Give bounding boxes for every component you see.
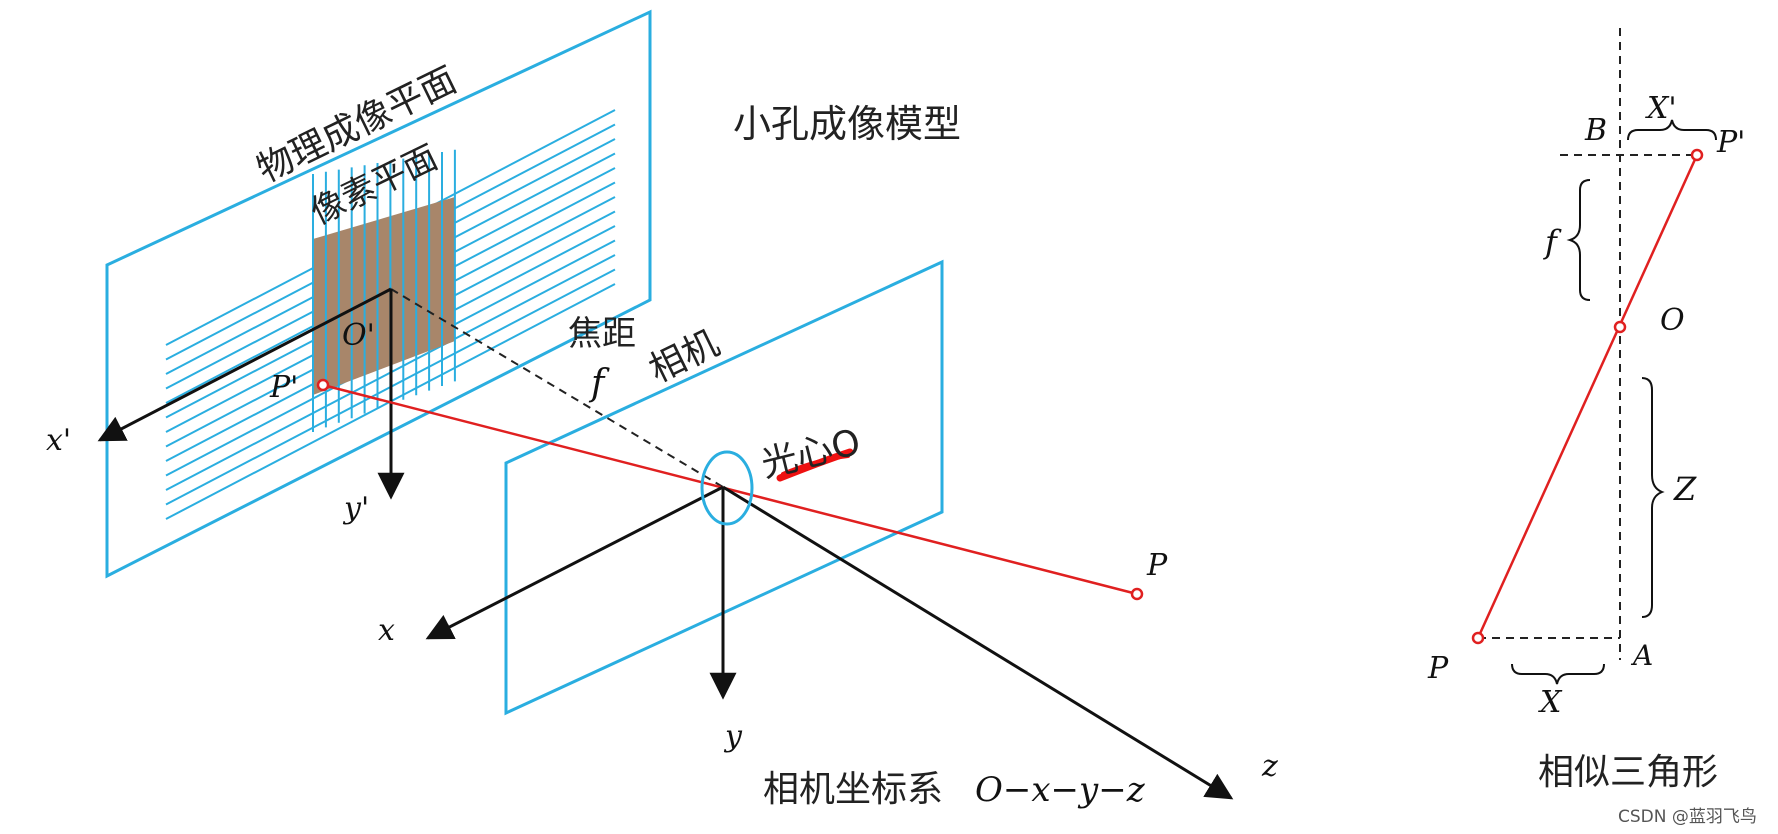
- label-Z: Z: [1673, 470, 1697, 508]
- axis-x: [425, 485, 724, 640]
- label-X-prime: X': [1645, 91, 1677, 126]
- origin-prime-label: O': [342, 318, 375, 353]
- coord-system-prefix: 相机坐标系: [763, 769, 943, 810]
- optical-center-label: 光心O: [757, 422, 864, 486]
- watermark: CSDN @蓝羽飞鸟: [1618, 807, 1757, 827]
- label-O-right: O: [1660, 303, 1685, 338]
- brace-Z: [1641, 377, 1665, 618]
- brace-X: [1511, 663, 1605, 685]
- right-point-P-prime-marker: [1690, 148, 1704, 162]
- axis-x-label: x: [378, 613, 395, 648]
- coord-system-formula: O−x−y−z: [975, 770, 1146, 810]
- label-P-right: P: [1427, 651, 1449, 686]
- similar-triangle-ray: [1476, 154, 1699, 639]
- optical-center-ring: [700, 450, 754, 526]
- axis-x-prime: [97, 287, 392, 442]
- focal-label: 焦距: [568, 314, 636, 354]
- axis-y-prime-label: y': [342, 491, 369, 526]
- highlight-scribble-2: [781, 454, 850, 476]
- axis-y-label: y: [723, 719, 743, 754]
- right-point-O-marker: [1613, 320, 1627, 334]
- camera-plane: [504, 259, 944, 716]
- pixel-plane: [313, 197, 455, 395]
- brace-X-prime: [1627, 119, 1717, 141]
- object-point-label: P: [1146, 548, 1168, 583]
- label-B: B: [1584, 113, 1607, 148]
- brace-f: [1566, 179, 1591, 301]
- focal-dashed-line: [390, 288, 724, 488]
- image-point-marker: [316, 378, 330, 392]
- axis-x-prime-label: x': [46, 423, 71, 458]
- label-A: A: [1630, 639, 1653, 672]
- axis-z-label: z: [1261, 749, 1278, 784]
- projection-ray: [322, 383, 1138, 596]
- label-P-prime-right: P': [1716, 125, 1745, 160]
- right-point-P-marker: [1471, 631, 1485, 645]
- label-f-right: f: [1543, 223, 1562, 261]
- highlight-scribble: [776, 448, 854, 482]
- focal-symbol: f: [588, 363, 610, 404]
- axis-z: [722, 485, 1234, 800]
- image-point-label: P': [269, 370, 298, 405]
- similar-triangles-caption: 相似三角形: [1538, 752, 1718, 793]
- title-pinhole-model: 小孔成像模型: [733, 102, 961, 146]
- physical-imaging-plane: [105, 9, 652, 579]
- object-point-marker: [1130, 587, 1144, 601]
- label-X: X: [1538, 685, 1563, 720]
